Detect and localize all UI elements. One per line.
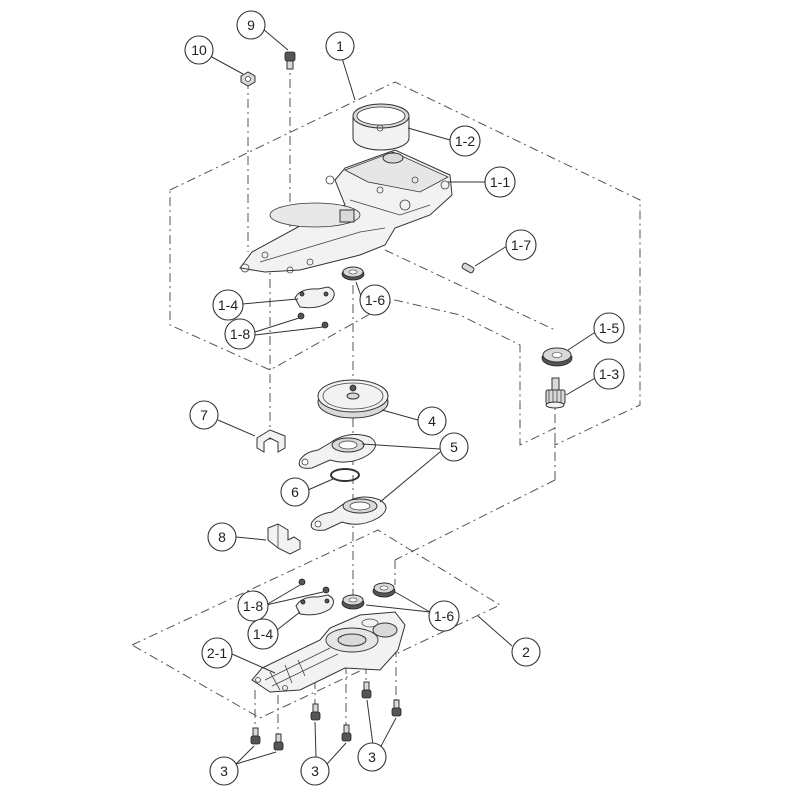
svg-text:1-6: 1-6 — [434, 608, 454, 624]
callout-1-4-upper: 1-4 — [212, 289, 244, 321]
svg-text:1-3: 1-3 — [599, 366, 619, 382]
callout-10: 10 — [184, 35, 214, 65]
plate-part-1-4-lower — [295, 594, 334, 616]
block-part-8 — [267, 523, 301, 555]
svg-text:1-4: 1-4 — [218, 297, 238, 313]
callout-1-2: 1-2 — [449, 125, 481, 157]
svg-text:2: 2 — [522, 644, 530, 660]
callout-1-4-lower: 1-4 — [247, 618, 279, 650]
svg-text:1-7: 1-7 — [511, 237, 531, 253]
callout-4: 4 — [417, 406, 447, 436]
svg-text:1-2: 1-2 — [455, 133, 475, 149]
svg-text:1-4: 1-4 — [253, 626, 273, 642]
callout-6: 6 — [280, 477, 310, 507]
callout-1-5: 1-5 — [593, 312, 625, 344]
screw-3-e — [361, 681, 372, 699]
callout-1-3: 1-3 — [593, 358, 625, 390]
svg-text:5: 5 — [450, 439, 458, 455]
bearing-part-1-6-lower-left — [341, 594, 365, 610]
svg-text:8: 8 — [218, 529, 226, 545]
centerline-bearing-1-5 — [384, 249, 556, 331]
callout-1-6-upper: 1-6 — [359, 284, 391, 316]
lever-plate-part-5-upper — [298, 434, 376, 469]
nut-part-10 — [240, 71, 256, 87]
callout-3-right: 3 — [357, 742, 387, 772]
callout-3-middle: 3 — [300, 756, 330, 786]
svg-text:3: 3 — [368, 749, 376, 765]
screws-part-1-8-lower — [298, 578, 330, 594]
svg-text:10: 10 — [191, 42, 207, 58]
callout-1-8-upper: 1-8 — [224, 318, 256, 350]
assembly-2-boundary — [130, 529, 502, 719]
svg-text:1-5: 1-5 — [599, 320, 619, 336]
screws-part-1-8-upper — [297, 312, 329, 329]
pinion-gear-part-1-3 — [545, 377, 566, 409]
gear-disc-part-4 — [317, 379, 389, 419]
svg-text:1: 1 — [336, 38, 344, 54]
upper-housing-part-1-1 — [239, 149, 453, 274]
ring-part-6 — [330, 468, 360, 482]
bearing-part-1-6-lower-right — [372, 582, 396, 598]
svg-text:3: 3 — [220, 763, 228, 779]
callout-1-8-lower: 1-8 — [237, 590, 269, 622]
pin-part-1-7 — [461, 262, 475, 274]
callout-3-left: 3 — [209, 756, 239, 786]
svg-text:2-1: 2-1 — [207, 645, 227, 661]
bracket-part-7 — [256, 429, 286, 453]
callout-9: 9 — [236, 10, 266, 40]
callout-1-7: 1-7 — [505, 229, 537, 261]
cup-ring-part-1-2 — [352, 103, 410, 151]
centerline-pinion-lower — [394, 479, 556, 561]
screw-3-a — [250, 727, 261, 745]
callout-2: 2 — [511, 637, 541, 667]
callout-1: 1 — [325, 31, 355, 61]
bearing-part-1-5 — [541, 347, 573, 367]
lever-plate-part-5-lower — [310, 496, 387, 531]
svg-text:7: 7 — [200, 407, 208, 423]
svg-text:4: 4 — [428, 413, 436, 429]
screws-part-3 — [250, 681, 402, 751]
plate-part-1-4-upper — [294, 286, 335, 309]
screw-3-b — [273, 733, 284, 751]
svg-text:6: 6 — [291, 484, 299, 500]
callout-7: 7 — [189, 400, 219, 430]
svg-text:3: 3 — [311, 763, 319, 779]
svg-text:1-8: 1-8 — [230, 326, 250, 342]
svg-text:1-6: 1-6 — [365, 292, 385, 308]
lower-housing-part-2-1 — [251, 611, 406, 693]
svg-text:9: 9 — [247, 17, 255, 33]
callout-2-1: 2-1 — [201, 637, 233, 669]
callout-1-1: 1-1 — [484, 166, 516, 198]
callout-5: 5 — [439, 432, 469, 462]
callout-8: 8 — [207, 522, 237, 552]
assembly-1-boundary — [169, 81, 641, 446]
callout-1-6-lower: 1-6 — [428, 600, 460, 632]
svg-text:1-1: 1-1 — [490, 174, 510, 190]
bearing-part-1-6-upper — [341, 266, 365, 281]
svg-text:1-8: 1-8 — [243, 598, 263, 614]
screw-part-9 — [284, 51, 296, 70]
leader-lines — [209, 28, 598, 765]
screw-3-f — [391, 699, 402, 717]
screw-3-c — [310, 703, 321, 721]
screw-3-d — [341, 724, 352, 742]
